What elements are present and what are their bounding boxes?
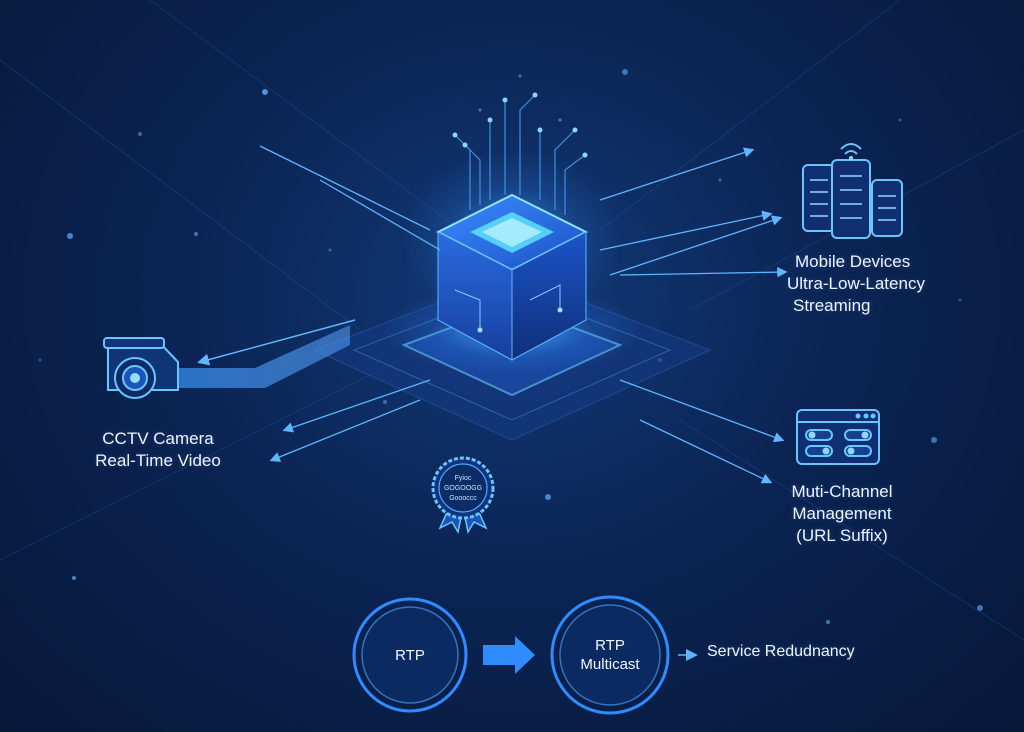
rtp-to-multicast-arrow bbox=[483, 636, 535, 674]
badge-text-2: GOGOOGG bbox=[444, 485, 482, 492]
rtp-multicast-circle bbox=[550, 595, 670, 715]
mobile-label: Mobile Devices Ultra-Low-Latency Streami… bbox=[787, 251, 925, 317]
channel-label: Muti-Channel Management (URL Suffix) bbox=[787, 481, 897, 547]
background-particles bbox=[38, 69, 983, 624]
certification-badge-icon: Fyioc GOGOOGG Goooccc bbox=[431, 456, 495, 535]
badge-text-1: Fyioc bbox=[455, 475, 472, 482]
rtp-circle bbox=[352, 597, 468, 713]
redundancy-label: Service Redudnancy bbox=[707, 643, 855, 660]
central-cube bbox=[402, 150, 622, 361]
channel-label-line1: Muti-Channel bbox=[791, 482, 893, 501]
badge-text-3: Goooccc bbox=[449, 495, 477, 502]
multicast-label-line2: Multicast bbox=[580, 656, 640, 673]
multicast-label: RTP Multicast bbox=[560, 636, 660, 674]
channel-management-icon bbox=[796, 409, 880, 465]
mobile-devices-icon bbox=[802, 143, 903, 239]
camera-label-line2: Real-Time Video bbox=[95, 451, 221, 470]
multicast-label-line1: RTP bbox=[595, 637, 625, 654]
cctv-camera-icon bbox=[103, 337, 179, 399]
channel-label-line3: (URL Suffix) bbox=[796, 526, 888, 545]
camera-input-flow bbox=[175, 319, 356, 388]
mobile-label-line2: Ultra-Low-Latency bbox=[787, 274, 925, 293]
background-lines bbox=[0, 0, 1024, 641]
camera-label: CCTV Camera Real-Time Video bbox=[93, 428, 223, 472]
camera-label-line1: CCTV Camera bbox=[102, 429, 214, 448]
connection-lines bbox=[259, 145, 788, 484]
mobile-label-line3: Streaming bbox=[793, 296, 871, 315]
mobile-label-line1: Mobile Devices bbox=[795, 252, 911, 271]
rtp-label: RTP bbox=[395, 647, 425, 664]
channel-label-line2: Management bbox=[792, 504, 892, 523]
circuit-nodes bbox=[452, 92, 588, 158]
